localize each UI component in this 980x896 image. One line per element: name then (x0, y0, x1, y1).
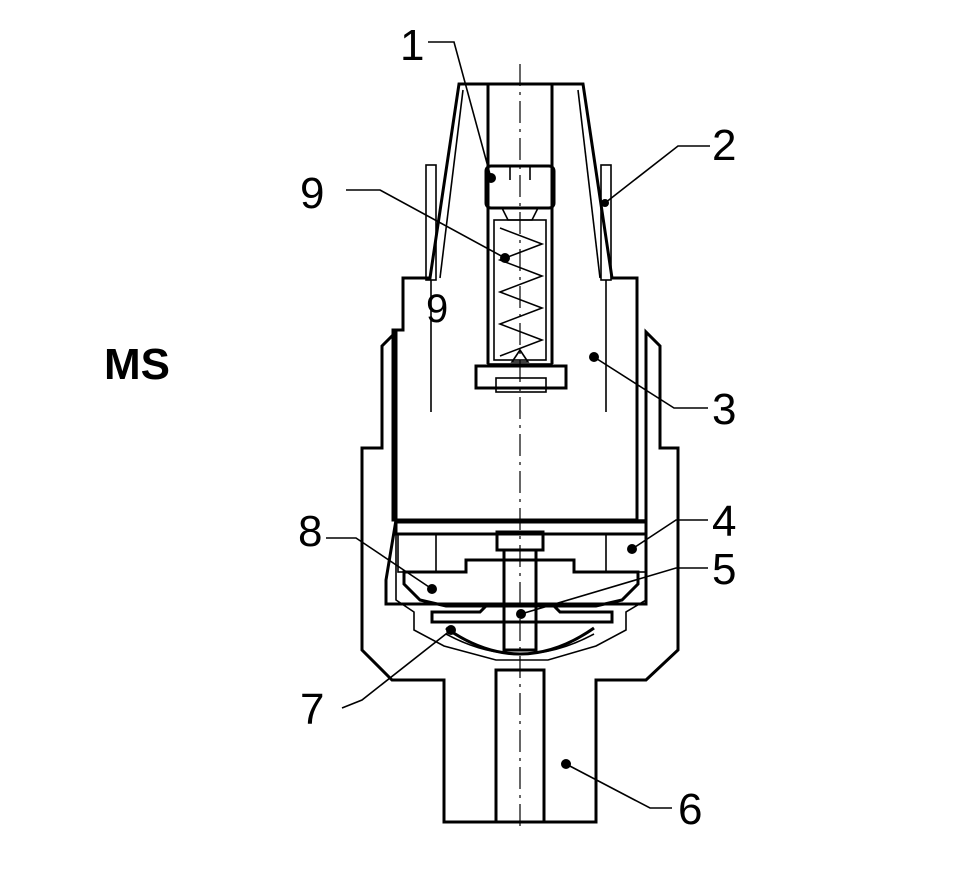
callout-6: 6 (678, 785, 702, 834)
leader-lines (326, 41, 710, 809)
support-ring (394, 520, 648, 573)
callout-8: 8 (298, 507, 322, 556)
side-label-ms: MS (104, 340, 170, 389)
outer-body (360, 328, 680, 824)
diaphragm (445, 626, 595, 656)
callout-2: 2 (712, 121, 736, 170)
callout-9-inner: 9 (426, 287, 448, 331)
terminal-pins (425, 164, 612, 412)
callout-9-outer: 9 (300, 169, 324, 218)
callout-5: 5 (712, 545, 736, 594)
callout-1: 1 (400, 21, 424, 70)
callout-4: 4 (712, 497, 736, 546)
callout-7: 7 (300, 685, 324, 734)
diaphragm-holder (402, 558, 640, 608)
callout-3: 3 (712, 385, 736, 434)
contact-plate (474, 364, 568, 393)
